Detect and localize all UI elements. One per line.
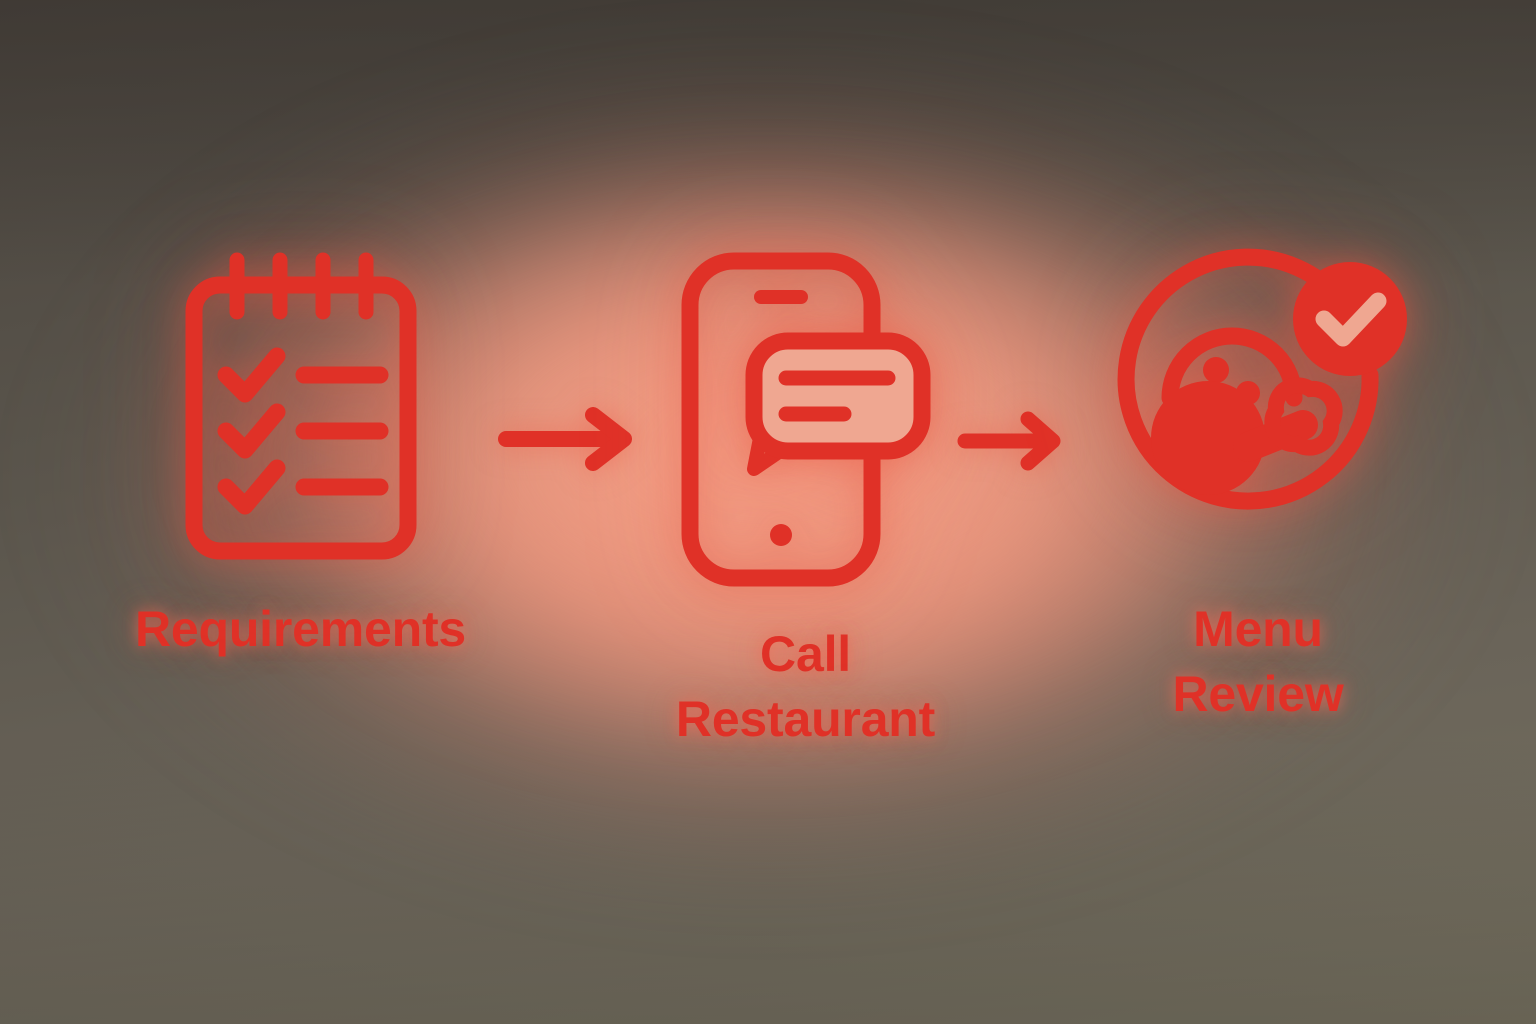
flow-step-requirements[interactable]: Requirements bbox=[106, 247, 496, 662]
phone-chat-icon bbox=[676, 247, 936, 592]
flow-row: Requirements bbox=[106, 247, 1431, 752]
checklist-notepad-icon bbox=[176, 247, 426, 567]
flow-step-menu-review[interactable]: Menu Review bbox=[1086, 247, 1431, 727]
arrow-right-icon-2 bbox=[956, 405, 1074, 477]
flow-step-label-requirements: Requirements bbox=[134, 600, 467, 657]
food-plate-check-icon bbox=[1098, 247, 1418, 567]
flow-step-label-call-restaurant: Call Restaurant bbox=[675, 625, 936, 747]
flow-step-call-restaurant[interactable]: Call Restaurant bbox=[656, 247, 956, 752]
arrow-right-icon-1 bbox=[496, 399, 646, 479]
flow-step-label-menu-review: Menu Review bbox=[1172, 600, 1344, 722]
